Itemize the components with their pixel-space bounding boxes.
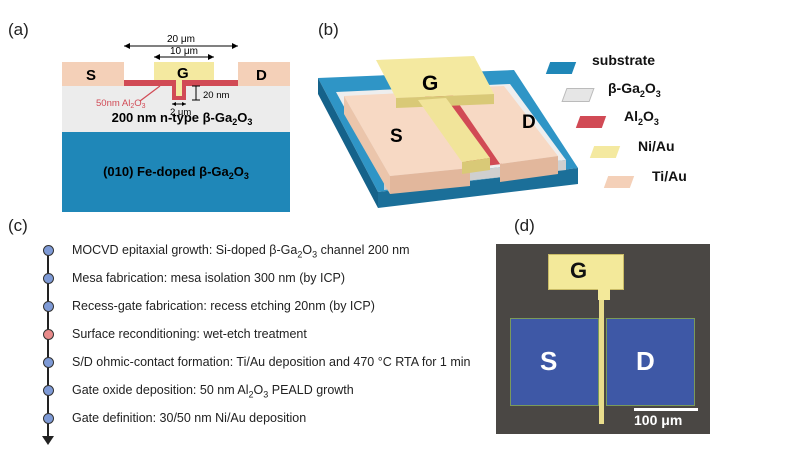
panel-a-cross-section: S G D 20 μm 10 μm 20 nm 2 μm 50nm Al2O3 … (62, 34, 290, 212)
source-contact (62, 62, 124, 86)
dim-gate-label: 10 μm (170, 46, 198, 57)
step-4: Surface reconditioning: wet-etch treatme… (72, 327, 307, 341)
legend-swatch-substrate (545, 62, 577, 74)
drain-contact (238, 62, 290, 86)
legend-swatch-al2o3 (575, 116, 607, 128)
gate-neck (598, 284, 610, 300)
source-label: S (86, 67, 96, 84)
gate-recess-stem (176, 80, 182, 96)
drain-label: D (256, 67, 267, 84)
recess-width-label: 2 μm (170, 107, 191, 118)
d-source-label: S (540, 346, 558, 376)
legend-label-ga2o3: β-Ga2O3 (608, 80, 661, 99)
step-dot (43, 413, 54, 424)
step-2: Mesa fabrication: mesa isolation 300 nm … (72, 271, 346, 285)
step-1: MOCVD epitaxial growth: Si-doped β-Ga2O3… (72, 243, 410, 260)
step-dot (43, 245, 54, 256)
substrate-label: (010) Fe-doped β-Ga2O3 (103, 164, 249, 181)
legend-label-substrate: substrate (592, 52, 656, 68)
b-drain-label: D (522, 112, 536, 133)
drain-pad (606, 318, 695, 406)
step-dot (43, 357, 54, 368)
gate-contact (154, 62, 214, 80)
panel-c-label: (c) (8, 216, 28, 235)
step-dot (43, 385, 54, 396)
panel-b-label: (b) (318, 20, 339, 39)
panel-a-label: (a) (8, 20, 29, 39)
step-3: Recess-gate fabrication: recess etching … (72, 299, 375, 313)
legend: substrate β-Ga2O3 Al2O3 Ni/Au Ti/Au (545, 48, 790, 198)
gate-label: G (177, 65, 189, 82)
timeline-line (47, 248, 49, 438)
step-5: S/D ohmic-contact formation: Ti/Au depos… (72, 355, 471, 369)
b-source-label: S (390, 126, 403, 147)
legend-label-al2o3: Al2O3 (624, 108, 659, 127)
timeline-arrow-head (42, 436, 54, 445)
step-dot-highlight (43, 329, 54, 340)
b-gate-label: G (422, 72, 438, 95)
scale-bar (634, 408, 698, 411)
substrate-layer (62, 132, 290, 212)
legend-label-tiau: Ti/Au (652, 168, 687, 184)
gate-finger (599, 300, 604, 424)
gate-pad (548, 254, 624, 290)
scale-bar-label: 100 μm (634, 412, 683, 428)
oxide-note: 50nm Al2O3 (96, 98, 146, 110)
channel-label: 200 nm n-type β-Ga2O3 (112, 110, 253, 127)
step-dot (43, 301, 54, 312)
recess-depth-label: 20 nm (203, 90, 229, 101)
micrograph: G S D 100 μm (496, 244, 710, 434)
legend-swatch-ga2o3 (561, 88, 595, 102)
step-7: Gate definition: 30/50 nm Ni/Au depositi… (72, 411, 307, 425)
legend-swatch-tiau (603, 176, 635, 188)
panel-d-label: (d) (514, 216, 535, 235)
d-gate-label: G (570, 258, 588, 283)
dim-outer-label: 20 μm (167, 34, 195, 45)
step-dot (43, 273, 54, 284)
panel-b-3d-device: S D G (318, 56, 578, 208)
source-pad (510, 318, 599, 406)
step-6: Gate oxide deposition: 50 nm Al2O3 PEALD… (72, 383, 354, 400)
legend-label-niau: Ni/Au (638, 138, 675, 154)
d-drain-label: D (636, 346, 655, 376)
legend-swatch-niau (589, 146, 621, 158)
